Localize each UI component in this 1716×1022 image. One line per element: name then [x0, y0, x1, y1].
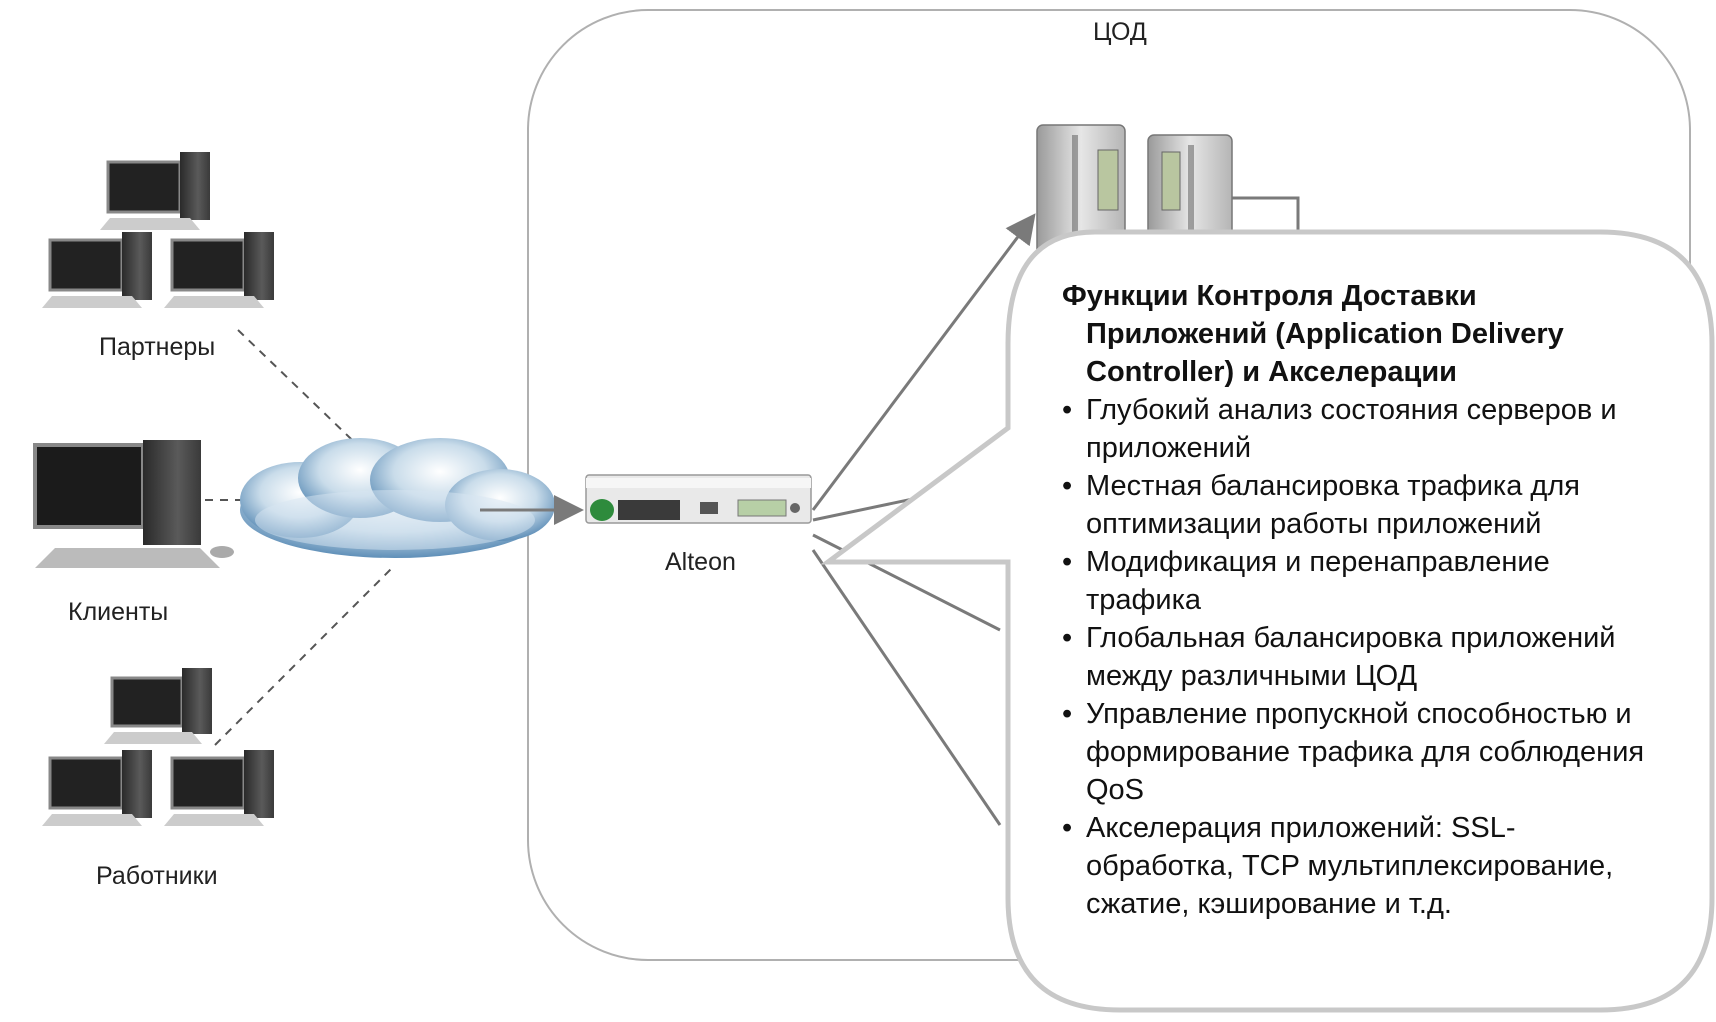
employees-link [214, 564, 396, 746]
clients-computer-icon [33, 440, 234, 568]
partners-link [237, 329, 376, 463]
server-icon [1036, 124, 1233, 256]
datacenter-label: ЦОД [1093, 18, 1147, 46]
list-item: Модификация и перенаправление трафика [1062, 543, 1662, 619]
computer-icon [100, 152, 210, 230]
cloud-icon [240, 438, 555, 558]
callout-title: Функции Контроля Доставки Приложений (Ap… [1062, 280, 1564, 388]
computer-icon [164, 232, 274, 308]
computer-icon [104, 668, 212, 744]
partners-label: Партнеры [99, 333, 216, 361]
list-item: Местная балансировка трафика для оптимиз… [1062, 467, 1662, 543]
clients-label: Клиенты [68, 598, 169, 626]
alteon-link-4 [811, 549, 1002, 826]
list-item: Глубокий анализ состояния серверов и при… [1062, 391, 1662, 467]
server-uplink [1232, 196, 1300, 238]
computer-icon [42, 750, 152, 826]
callout-list: Глубокий анализ состояния серверов и при… [1062, 391, 1662, 923]
list-item: Глобальная балансировка приложений между… [1062, 619, 1662, 695]
alteon-to-server-arrow [811, 213, 1036, 511]
list-item: Управление пропускной способностью и фор… [1062, 695, 1662, 809]
callout-content: Функции Контроля Доставки Приложений (Ap… [1062, 277, 1662, 923]
alteon-label: Alteon [665, 548, 736, 576]
computer-icon [42, 232, 152, 308]
partners-computers-icon [42, 152, 274, 308]
list-item: Акселерация приложений: SSL-обработка, T… [1062, 809, 1662, 923]
employees-computers-icon [42, 668, 274, 826]
employees-label: Работники [96, 862, 218, 890]
computer-icon [164, 750, 274, 826]
alteon-device-icon [585, 474, 812, 524]
